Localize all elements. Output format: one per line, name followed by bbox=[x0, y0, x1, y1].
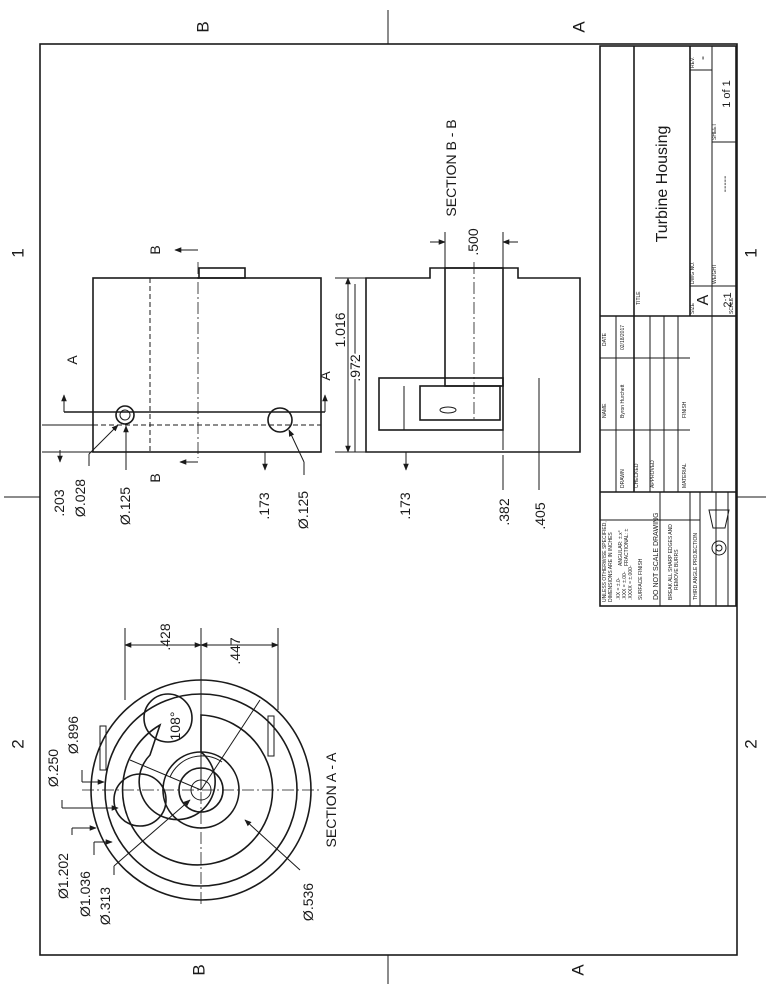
dim-d1036: Ø1.036 bbox=[77, 871, 93, 917]
dim-428: .428 bbox=[157, 623, 173, 650]
tb-note-4: .XXXX = ±.000- bbox=[628, 565, 634, 600]
dim-angle-108: 108° bbox=[167, 712, 183, 741]
tb-drawn-name: Byron Hurchett bbox=[620, 384, 626, 418]
dim-d028: Ø.028 bbox=[72, 479, 88, 517]
section-b-b-view bbox=[365, 262, 581, 453]
tb-dont-scale: DO NOT SCALE DRAWING bbox=[653, 512, 660, 600]
dim-173-section: .173 bbox=[397, 492, 413, 519]
zone-number-left-1: 1 bbox=[9, 248, 28, 257]
cut-label-a: A bbox=[64, 355, 80, 365]
dim-d536: Ø.536 bbox=[300, 883, 316, 921]
tb-burrs-1: REMOVE BURRS bbox=[674, 549, 680, 590]
dim-d896: Ø.896 bbox=[65, 716, 81, 754]
dim-972: .972 bbox=[347, 354, 363, 381]
zone-number-right-2: 2 bbox=[742, 739, 761, 748]
tb-note-0: UNLESS OTHERWISE SPECIFIED, bbox=[602, 521, 608, 602]
zone-label-top-left: B bbox=[194, 21, 213, 32]
tb-size: A bbox=[695, 294, 712, 305]
tb-drawn-date: 02/18/2017 bbox=[620, 325, 626, 350]
cut-label-b-bottom: B bbox=[147, 473, 163, 482]
tb-note-7: SURFACE FINISH bbox=[638, 558, 644, 600]
tb-weight-label: WEIGHT bbox=[712, 264, 718, 284]
tb-note-6: FRACTIONAL: ± bbox=[624, 529, 630, 566]
dim-d313: Ø.313 bbox=[97, 887, 113, 925]
dim-d1202: Ø1.202 bbox=[55, 853, 71, 899]
tb-scale: 2:1 bbox=[722, 292, 734, 307]
section-b-label: SECTION B - B bbox=[443, 119, 459, 216]
tb-weight: ----- bbox=[720, 176, 731, 193]
dim-203: .203 bbox=[51, 489, 67, 516]
side-view bbox=[61, 247, 328, 465]
zone-number-right-1: 1 bbox=[742, 248, 761, 257]
tb-sheet: 1 of 1 bbox=[721, 80, 733, 108]
tb-scale-label: SCALE bbox=[729, 297, 735, 314]
dim-382: .382 bbox=[496, 498, 512, 525]
tb-note-1: DIMENSIONS ARE IN INCHES bbox=[608, 532, 614, 602]
tb-burrs-0: BREAK ALL SHARP EDGES AND bbox=[668, 524, 674, 600]
dim-173-side: .173 bbox=[256, 492, 272, 519]
tb-size-label: SIZE bbox=[690, 302, 696, 314]
tb-sheet-label: SHEET bbox=[712, 123, 718, 140]
tb-dwg-label: DWG NO. bbox=[690, 262, 696, 285]
tb-approved: APPROVED bbox=[650, 460, 656, 488]
section-a-label: SECTION A - A bbox=[323, 752, 339, 848]
tb-title: Turbine Housing bbox=[654, 126, 671, 243]
tb-note-3: .XXX = ±.00- bbox=[622, 571, 628, 600]
zone-label-bottom-left: B bbox=[190, 964, 209, 975]
tb-drawn: DRAWN bbox=[620, 469, 626, 488]
tb-name-header: NAME bbox=[602, 403, 608, 418]
tb-date-header: DATE bbox=[602, 332, 608, 346]
tb-note-2: .XX = ±.0- bbox=[616, 577, 622, 600]
dim-405: .405 bbox=[532, 502, 548, 529]
tb-rev: - bbox=[695, 56, 709, 60]
tb-finish: FINISH bbox=[682, 401, 688, 418]
drawing-border bbox=[39, 43, 738, 956]
title-block bbox=[599, 45, 737, 607]
tb-projection: THIRD ANGLE PROJECTION bbox=[693, 533, 699, 600]
tb-material: MATERIAL bbox=[682, 463, 688, 488]
tb-checked: CHECKED bbox=[634, 463, 640, 488]
dim-d250: Ø.250 bbox=[45, 749, 61, 787]
third-angle-projection-icon bbox=[708, 509, 730, 556]
dim-500: .500 bbox=[465, 228, 481, 255]
zone-label-top-right: A bbox=[570, 21, 589, 33]
tb-rev-label: REV. bbox=[690, 57, 696, 68]
dim-d125-a: Ø.125 bbox=[117, 487, 133, 525]
tb-note-5: ANGULAR: ±.x° bbox=[618, 530, 624, 566]
cut-label-a-section: A bbox=[317, 371, 333, 381]
dim-447: .447 bbox=[227, 637, 243, 664]
cut-label-b-top: B bbox=[147, 245, 163, 254]
zone-number-left-2: 2 bbox=[9, 739, 28, 748]
dim-1016: 1.016 bbox=[332, 312, 348, 347]
dim-d125-b: Ø.125 bbox=[295, 491, 311, 529]
tb-title-label: TITLE bbox=[636, 291, 642, 305]
zone-label-bottom-right: A bbox=[569, 964, 588, 976]
